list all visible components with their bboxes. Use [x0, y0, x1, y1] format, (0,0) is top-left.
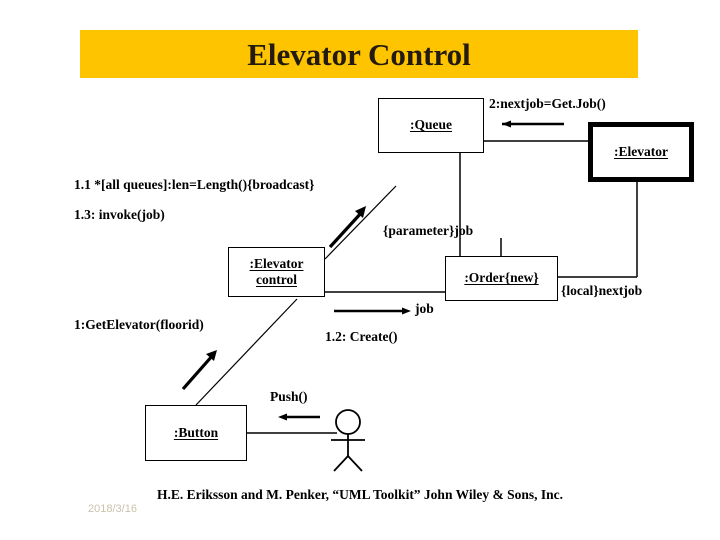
- message-label-invoke: 1.3: invoke(job): [74, 207, 165, 222]
- object-label-elevator-control-line1: :Elevator: [249, 255, 304, 271]
- object-box-elevator-control[interactable]: :Elevator control: [228, 247, 325, 297]
- message-label-job: job: [415, 301, 434, 316]
- title-banner: [80, 30, 638, 78]
- arrowhead-job: [402, 307, 411, 315]
- object-label-order: :Order{new}: [464, 270, 539, 286]
- message-label-broadcast: 1.1 *[all queues]:len=Length(){broadcast…: [74, 177, 315, 192]
- arrowhead-nextjob: [502, 120, 511, 128]
- arrow-invoke: [328, 210, 364, 249]
- object-label-queue: :Queue: [410, 117, 452, 133]
- footer-credit: H.E. Eriksson and M. Penker, “UML Toolki…: [157, 487, 563, 502]
- object-box-order[interactable]: :Order{new}: [445, 256, 558, 301]
- link-button-elevctrl: [195, 298, 298, 406]
- object-box-queue[interactable]: :Queue: [378, 98, 484, 153]
- message-label-get-elevator: 1:GetElevator(floorid): [74, 317, 204, 332]
- footer-date: 2018/3/16: [88, 503, 137, 515]
- stereotype-label-local-nextjob: {local}nextjob: [561, 283, 643, 298]
- object-label-elevator: :Elevator: [614, 143, 668, 159]
- link-elevctrl-queue: [324, 185, 397, 260]
- message-label-push: Push(): [270, 389, 308, 404]
- object-box-button[interactable]: :Button: [145, 405, 247, 461]
- object-label-button: :Button: [173, 424, 219, 440]
- message-label-next-job: 2:nextjob=Get.Job(): [489, 96, 606, 111]
- object-box-elevator[interactable]: :Elevator: [588, 122, 694, 182]
- user-actor: [331, 409, 365, 472]
- arrowhead-push: [278, 413, 287, 421]
- arrowhead-invoke: [355, 206, 366, 218]
- arrow-getelevator: [181, 353, 215, 391]
- stereotype-label-parameter: {parameter}job: [383, 223, 474, 238]
- message-label-create: 1.2: Create(): [325, 329, 398, 344]
- arrowhead-getelevator: [206, 350, 217, 361]
- page-title: Elevator Control: [247, 37, 471, 72]
- object-label-elevator-control-line2: control: [256, 272, 297, 287]
